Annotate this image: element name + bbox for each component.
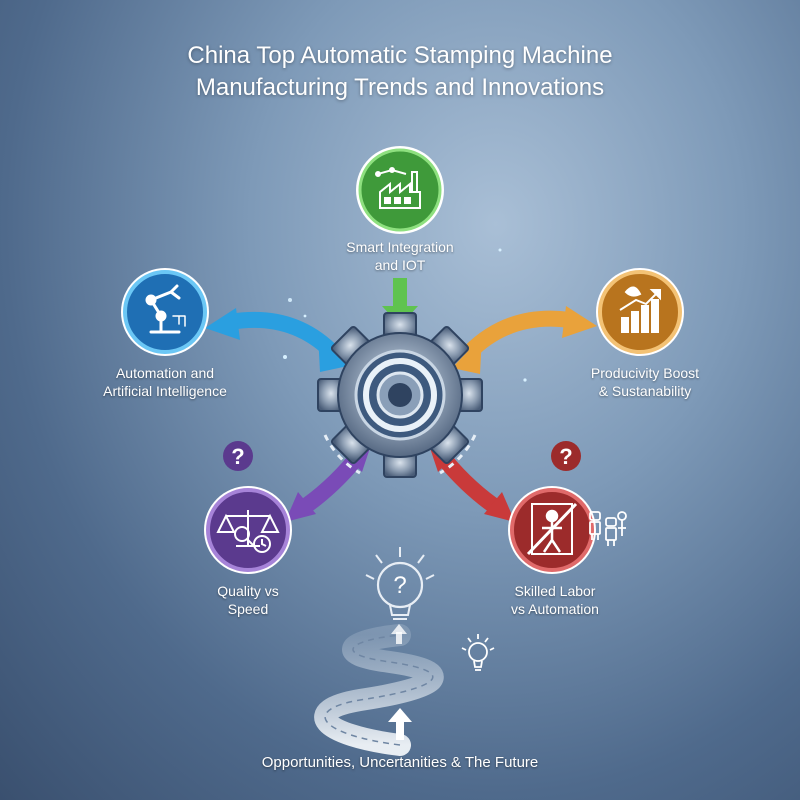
small-lightbulb-icon [461, 634, 495, 671]
label-quality-speed: Quality vs Speed [188, 582, 308, 618]
label-automation-ai: Automation and Artificial Intelligence [80, 364, 250, 400]
winding-road [314, 624, 444, 756]
label-quality-speed-line2: Speed [227, 601, 269, 617]
scale-clock-icon [216, 510, 280, 553]
label-quality-speed-line1: Quality vs [217, 583, 279, 599]
page-title: China Top Automatic Stamping Machine Man… [0, 40, 800, 104]
label-smart-integration-line1: Smart Integration [346, 239, 454, 255]
question-mark-quality: ? [231, 444, 244, 469]
label-automation-ai-line2: Artificial Intelligence [103, 383, 227, 399]
label-labor-automation: Skilled Labor vs Automation [480, 582, 630, 618]
robot-arm-icon [145, 284, 186, 334]
label-automation-ai-line1: Automation and [115, 365, 215, 381]
label-productivity: Producivity Boost & Sustanability [565, 364, 725, 400]
arrow-orange [452, 306, 597, 374]
node-labor-automation [508, 486, 596, 574]
sparkles [283, 248, 527, 472]
label-labor-automation-line1: Skilled Labor [514, 583, 596, 599]
node-productivity [596, 268, 684, 356]
label-labor-automation-line2: vs Automation [511, 601, 599, 617]
label-smart-integration-line2: and IOT [374, 257, 426, 273]
question-badge-labor: ? [551, 441, 581, 471]
node-automation-ai [121, 268, 209, 356]
node-smart-integration [356, 146, 444, 234]
robot-group-icon [589, 511, 627, 546]
node-quality-speed [204, 486, 292, 574]
arrow-blue [205, 308, 348, 372]
growth-chart-icon [619, 286, 661, 333]
no-worker-icon [526, 502, 578, 556]
factory-icon [375, 167, 421, 209]
footer-caption: Opportunities, Uncertanities & The Futur… [261, 754, 539, 771]
bulb-question-mark: ? [393, 572, 406, 599]
title-line-2: Manufacturing Trends and Innovations [195, 74, 605, 101]
label-productivity-line1: Producivity Boost [590, 365, 700, 381]
question-badge-quality: ? [223, 441, 253, 471]
lightbulb-question-icon: ? [365, 547, 435, 620]
label-productivity-line2: & Sustanability [598, 383, 692, 399]
central-gear-icon [317, 312, 483, 478]
title-line-1: China Top Automatic Stamping Machine [187, 42, 613, 69]
question-mark-labor: ? [559, 444, 572, 469]
label-smart-integration: Smart Integration and IOT [310, 238, 490, 274]
